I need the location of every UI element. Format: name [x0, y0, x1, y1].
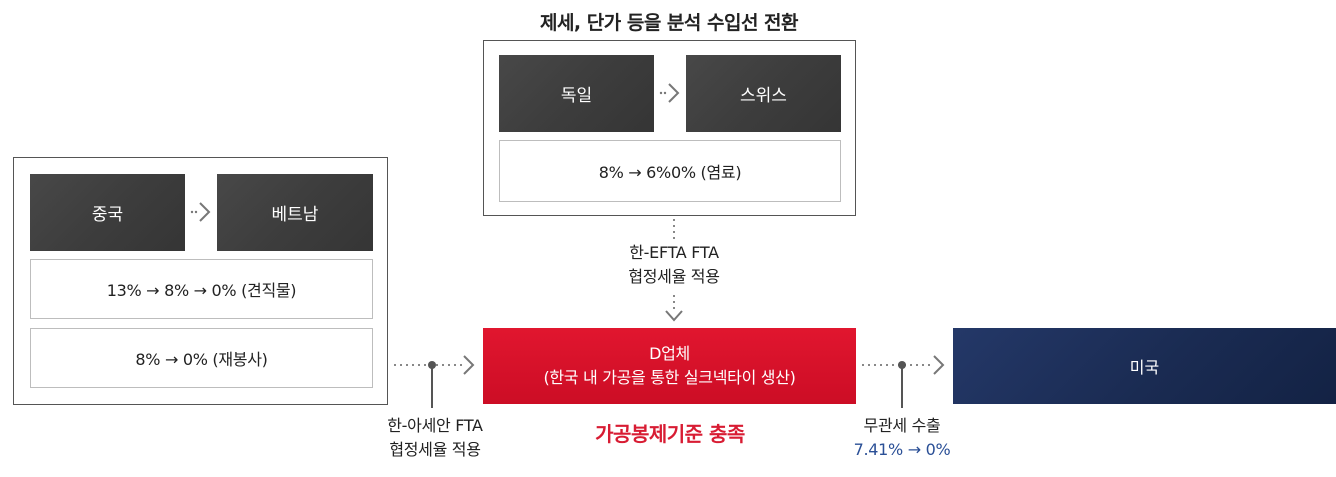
- processing-rule-note: 가공봉제기준 충족: [595, 422, 745, 446]
- top-panel: 독일 스위스 8% → 6%0% (염료): [483, 40, 856, 216]
- chevron-right-icon: [658, 79, 682, 107]
- left-dotted-arrow-icon: [392, 350, 480, 410]
- top-title: 제세, 단가 등을 분석 수입선 전환: [539, 12, 799, 34]
- origin-country-china: 중국: [30, 174, 185, 251]
- top-fta-label: 한-EFTA FTA 협정세율 적용: [628, 243, 720, 286]
- chevron-right-icon: [189, 198, 213, 226]
- top-dotted-connector: [662, 217, 686, 327]
- manufacturer-name: D업체: [649, 344, 690, 363]
- left-fta-label: 한-아세안 FTA 협정세율 적용: [387, 416, 483, 459]
- destination-country-usa: 미국: [953, 328, 1336, 404]
- top-rate-box: 8% → 6%0% (염료): [499, 140, 841, 202]
- export-label: 무관세 수출 7.41% → 0%: [853, 416, 951, 459]
- origin-country-vietnam: 베트남: [217, 174, 373, 251]
- left-rate-box-silk: 13% → 8% → 0% (견직물): [30, 259, 373, 319]
- origin-country-switzerland: 스위스: [686, 55, 841, 132]
- left-panel: 중국 베트남 13% → 8% → 0% (견직물) 8% → 0% (재봉사): [13, 157, 388, 405]
- manufacturer-description: (한국 내 가공을 통한 실크넥타이 생산): [543, 368, 796, 387]
- left-rate-box-thread: 8% → 0% (재봉사): [30, 328, 373, 388]
- right-dotted-arrow-icon: [858, 350, 950, 410]
- manufacturer-box: D업체 (한국 내 가공을 통한 실크넥타이 생산): [483, 328, 856, 404]
- origin-country-germany: 독일: [499, 55, 654, 132]
